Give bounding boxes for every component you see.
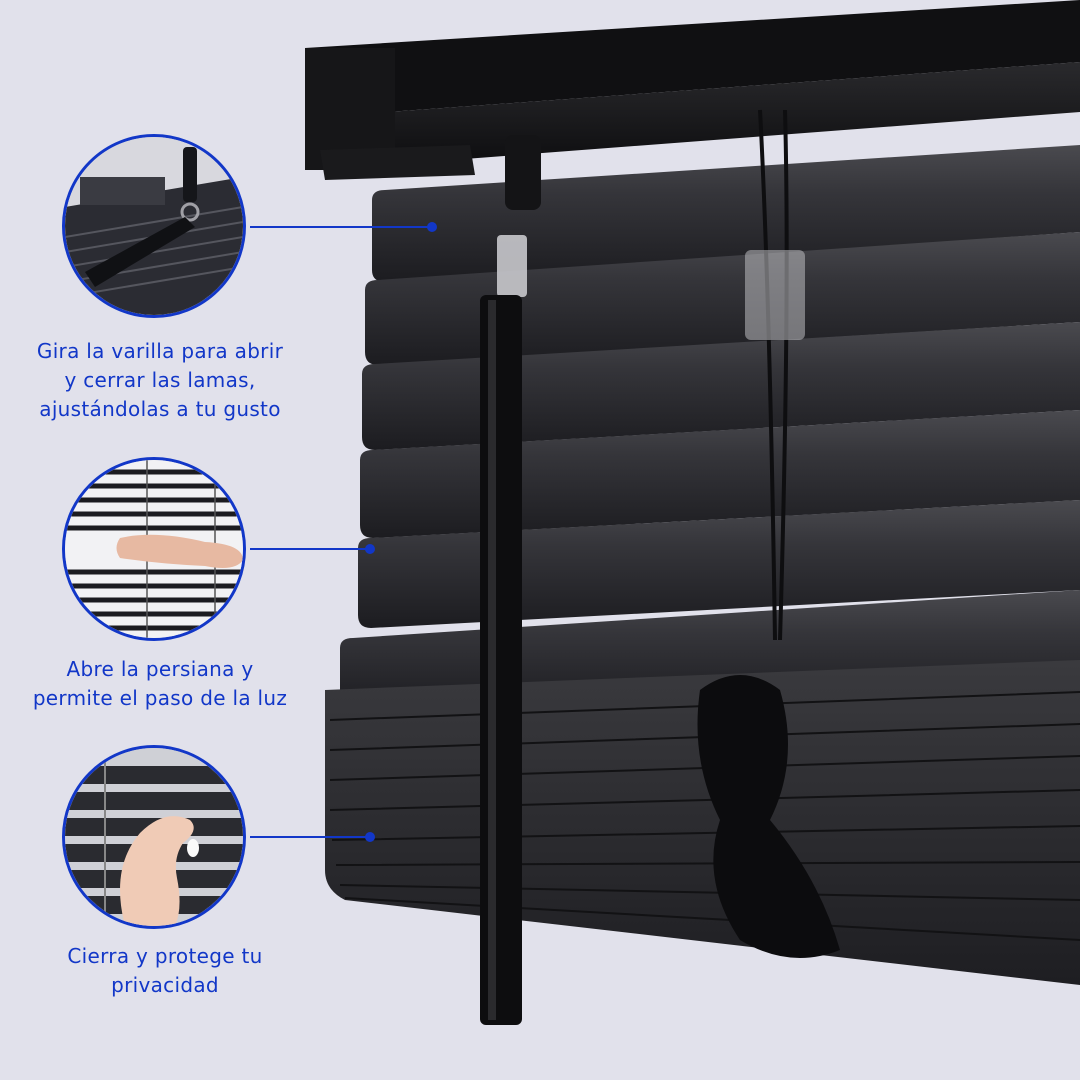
hand-closing-blind-icon: [65, 748, 243, 926]
tilt-rod-closeup-icon: [65, 137, 243, 315]
lift-cord: [697, 109, 840, 958]
feature-2-line-1: Abre la persiana y: [66, 657, 254, 681]
feature-1-photo: [62, 134, 246, 318]
feature-1-line-2: y cerrar las lamas,: [64, 368, 256, 392]
feature-2-line-2: permite el paso de la luz: [32, 686, 288, 710]
feature-3-caption: Cierra y protege tu privacidad: [5, 942, 325, 1000]
feature-3-line-1: Cierra y protege tu: [67, 944, 263, 968]
feature-3-line-2: privacidad: [111, 973, 219, 997]
feature-1-line-1: Gira la varilla para abrir: [36, 339, 284, 363]
pointer-lines: [250, 222, 437, 842]
feature-3-photo: [62, 745, 246, 929]
feature-1-caption: Gira la varilla para abrir y cerrar las …: [0, 337, 320, 424]
hand-opening-blind-icon: [65, 460, 243, 638]
feature-2-caption: Abre la persiana y permite el paso de la…: [0, 655, 320, 713]
headrail: [305, 0, 1080, 180]
feature-2-photo: [62, 457, 246, 641]
blind-slats: [340, 145, 1080, 712]
tilt-wand: [480, 135, 541, 1025]
feature-1-line-3: ajustándolas a tu gusto: [39, 397, 281, 421]
